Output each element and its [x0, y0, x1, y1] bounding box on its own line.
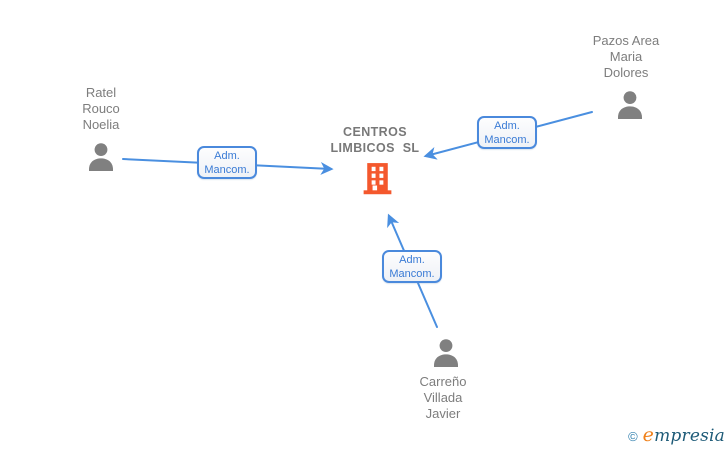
empresia-logo: © empresia: [628, 424, 725, 446]
copyright-icon: ©: [628, 429, 638, 444]
person-name: Ratel Rouco Noelia: [82, 85, 120, 132]
edge-label-adm-mancom-1: Adm. Mancom.: [197, 146, 257, 179]
person-icon: [89, 143, 113, 171]
person-icon: [618, 91, 642, 119]
edge-label-adm-mancom-2: Adm. Mancom.: [477, 116, 537, 149]
building-icon: [363, 163, 392, 195]
empresia-wordmark: empresia: [642, 424, 725, 446]
person-name: Carreño Villada Javier: [419, 374, 467, 421]
person-name: Pazos Area Maria Dolores: [592, 33, 660, 80]
person-icon: [434, 339, 458, 367]
company-name: CENTROS LIMBICOS SL: [330, 125, 420, 155]
edge-label-adm-mancom-3: Adm. Mancom.: [382, 250, 442, 283]
